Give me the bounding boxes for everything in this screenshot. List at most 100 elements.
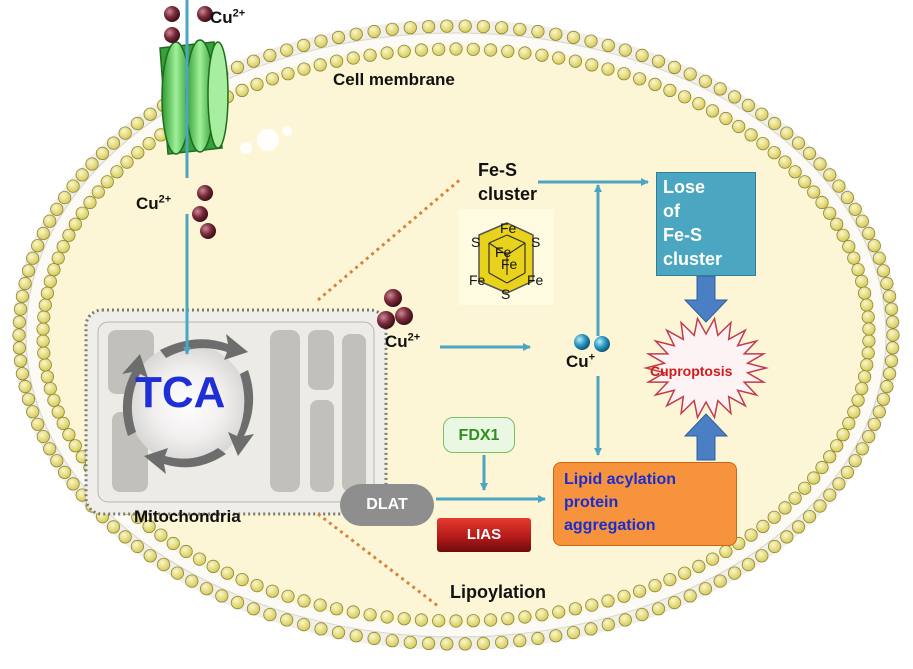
copper-ion bbox=[197, 6, 213, 22]
lipid-head bbox=[56, 416, 70, 430]
s-atom-label: S bbox=[501, 286, 510, 302]
lipid-head bbox=[51, 405, 65, 419]
lipid-head bbox=[518, 610, 532, 624]
lipid-head bbox=[83, 195, 97, 210]
lipid-head bbox=[91, 185, 105, 199]
lipid-head bbox=[823, 168, 837, 182]
lipid-head bbox=[363, 48, 377, 62]
highlight-bubble bbox=[240, 142, 252, 154]
lipid-head bbox=[349, 27, 363, 41]
lipid-head bbox=[38, 298, 52, 312]
fes-cluster-label: Fe-S cluster bbox=[478, 160, 538, 204]
lipid-head bbox=[552, 605, 566, 619]
cuproptosis-label: Cuproptosis bbox=[650, 363, 733, 379]
lipid-head bbox=[37, 346, 51, 360]
lipid-head bbox=[281, 67, 295, 81]
lipid-head bbox=[110, 165, 124, 179]
cuproptosis-burst bbox=[643, 316, 769, 420]
lipid-head bbox=[876, 392, 891, 406]
lipid-head bbox=[432, 614, 446, 628]
copper-ions-top bbox=[164, 6, 213, 43]
lipid-head bbox=[62, 428, 76, 442]
lipid-head bbox=[848, 202, 862, 216]
lipid-head bbox=[331, 625, 346, 640]
lipid-head bbox=[862, 322, 876, 336]
lipid-head bbox=[43, 214, 57, 228]
lipid-head bbox=[855, 381, 869, 396]
lipid-head bbox=[872, 405, 886, 419]
lipid-head bbox=[100, 175, 114, 189]
lipid-head bbox=[47, 393, 61, 407]
lipid-head bbox=[862, 226, 876, 240]
copper-ion bbox=[192, 206, 208, 222]
lipid-head bbox=[313, 58, 327, 72]
lipid-head bbox=[513, 634, 527, 648]
lipid-head bbox=[855, 274, 869, 288]
lipid-head bbox=[170, 566, 184, 580]
lipid-head bbox=[154, 528, 168, 542]
cu1-ions bbox=[574, 334, 610, 352]
lipid-head bbox=[66, 179, 80, 193]
lipid-head bbox=[549, 629, 563, 643]
fe-atom-label: Fe bbox=[469, 272, 486, 288]
lipoylation-label: Lipoylation bbox=[450, 582, 546, 602]
lipid-head bbox=[767, 146, 781, 160]
lipid-head bbox=[476, 636, 490, 651]
lipid-head bbox=[513, 22, 527, 36]
lipid-head bbox=[813, 499, 827, 513]
lipid-head bbox=[767, 539, 782, 554]
lipid-head bbox=[47, 263, 61, 277]
lipid-head bbox=[601, 62, 615, 76]
lipid-head bbox=[880, 276, 894, 291]
lipid-head bbox=[885, 315, 900, 329]
lipid-head bbox=[130, 539, 144, 554]
lipid-head bbox=[265, 584, 279, 598]
lipid-head bbox=[876, 264, 891, 278]
lipid-head bbox=[314, 622, 328, 636]
lipid-head bbox=[780, 126, 794, 140]
lipid-head bbox=[179, 544, 193, 559]
lipid-head bbox=[329, 602, 344, 616]
lipid-head bbox=[483, 613, 498, 627]
tca-label: TCA bbox=[135, 368, 226, 417]
lipid-head bbox=[263, 48, 277, 63]
lipid-to-cuproptosis-arrow bbox=[683, 413, 729, 461]
lipid-head bbox=[767, 116, 782, 131]
lipid-head bbox=[466, 42, 480, 56]
fes-cluster-structure: Fe S Fe S Fe Fe S Fe bbox=[459, 209, 554, 305]
lipid-head bbox=[635, 607, 649, 622]
lipid-head bbox=[886, 328, 900, 342]
cu1-ion-label: Cu+ bbox=[566, 352, 595, 372]
highlight-bubble bbox=[257, 129, 279, 151]
lipid-head bbox=[663, 572, 677, 587]
lipid-head bbox=[75, 168, 89, 182]
lipid-head bbox=[414, 613, 428, 627]
lipid-head bbox=[476, 20, 490, 34]
lipid-head bbox=[585, 598, 599, 612]
lipid-head bbox=[840, 465, 855, 479]
lipid-head bbox=[648, 77, 662, 92]
lipid-head bbox=[713, 82, 727, 96]
lipid-head bbox=[807, 471, 821, 485]
lipid-head bbox=[531, 631, 545, 646]
lipid-head bbox=[535, 608, 549, 622]
lipid-head bbox=[440, 637, 454, 651]
lipid-head bbox=[882, 289, 897, 303]
lipid-head bbox=[263, 607, 277, 622]
lipid-head bbox=[380, 46, 394, 60]
lipid-head bbox=[166, 536, 180, 551]
lipid-head bbox=[756, 519, 770, 534]
lipid-head bbox=[15, 289, 30, 303]
lipid-head bbox=[281, 589, 295, 603]
lipid-head bbox=[26, 251, 40, 265]
lipid-head bbox=[867, 417, 881, 431]
cell-membrane-label: Cell membrane bbox=[333, 70, 455, 89]
lipid-head bbox=[847, 405, 861, 419]
fdx1-box: FDX1 bbox=[443, 417, 515, 453]
lipid-head bbox=[458, 19, 472, 33]
copper-ion bbox=[395, 307, 413, 325]
lipid-head bbox=[830, 217, 844, 231]
lipid-head bbox=[12, 341, 26, 355]
lipid-head bbox=[778, 155, 792, 169]
